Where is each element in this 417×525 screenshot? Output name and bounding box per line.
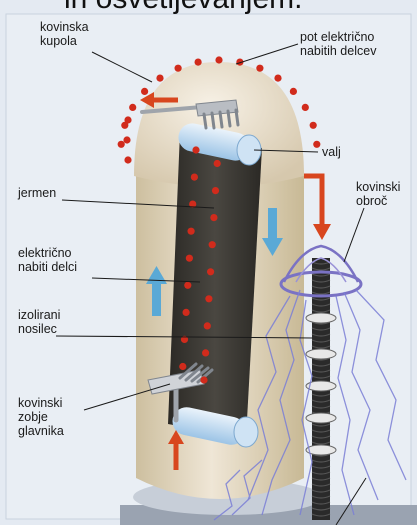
- label-kovinski-zobje-glavnika: kovinski zobje glavnika: [18, 396, 64, 438]
- label-line: nabitih delcev: [300, 44, 376, 58]
- label-line: obroč: [356, 194, 400, 208]
- label-line: pot električno: [300, 30, 376, 44]
- charge-dot: [310, 122, 317, 129]
- charge-dot: [192, 146, 199, 153]
- label-line: električno: [18, 246, 77, 260]
- label-line: kupola: [40, 34, 89, 48]
- charge-dot: [290, 88, 297, 95]
- charge-dot: [212, 187, 219, 194]
- charge-dot: [202, 349, 209, 356]
- label-line: valj: [322, 145, 341, 159]
- label-line: kovinska: [40, 20, 89, 34]
- charge-dot: [215, 56, 222, 63]
- charge-dot: [204, 322, 211, 329]
- label-izolirani-nosilec: izolirani nosilec: [18, 308, 60, 336]
- rod-clip: [306, 413, 336, 423]
- charge-dot: [141, 88, 148, 95]
- charge-dot: [184, 282, 191, 289]
- charge-dot: [186, 255, 193, 262]
- label-valj: valj: [322, 145, 341, 159]
- charge-dot: [256, 65, 263, 72]
- label-kovinska-kupola: kovinska kupola: [40, 20, 89, 48]
- belt: [168, 132, 262, 438]
- charge-dot: [118, 141, 125, 148]
- charge-dot: [195, 59, 202, 66]
- charge-dot: [188, 228, 195, 235]
- charge-dot: [200, 376, 207, 383]
- label-line: kovinski: [356, 180, 400, 194]
- charge-dot: [274, 75, 281, 82]
- label-line: glavnika: [18, 424, 64, 438]
- charge-dot: [209, 241, 216, 248]
- label-kovinski-obroc: kovinski obroč: [356, 180, 400, 208]
- rod-clip: [306, 313, 336, 323]
- charge-dot: [302, 104, 309, 111]
- label-jermen: jermen: [18, 186, 56, 200]
- charge-dot: [210, 214, 217, 221]
- rod-clip: [306, 349, 336, 359]
- label-line: izolirani: [18, 308, 60, 322]
- label-pot-elektricno: pot električno nabitih delcev: [300, 30, 376, 58]
- charge-dot: [214, 160, 221, 167]
- label-line: nabiti delci: [18, 260, 77, 274]
- label-line: zobje: [18, 410, 64, 424]
- charge-dot: [207, 268, 214, 275]
- charge-dot: [156, 75, 163, 82]
- charge-dot: [123, 136, 130, 143]
- label-line: kovinski: [18, 396, 64, 410]
- label-line: jermen: [18, 186, 56, 200]
- charge-dot: [124, 156, 131, 163]
- label-line: nosilec: [18, 322, 60, 336]
- charge-dot: [124, 116, 131, 123]
- charge-dot: [175, 65, 182, 72]
- charge-dot: [205, 295, 212, 302]
- charge-dot: [183, 309, 190, 316]
- charge-dot: [313, 141, 320, 148]
- charge-dot: [179, 363, 186, 370]
- charge-dot: [191, 174, 198, 181]
- charge-dot: [129, 104, 136, 111]
- label-elektricno-nabiti-delci: električno nabiti delci: [18, 246, 77, 274]
- caption-text: in osvetljevanjem.: [64, 0, 302, 16]
